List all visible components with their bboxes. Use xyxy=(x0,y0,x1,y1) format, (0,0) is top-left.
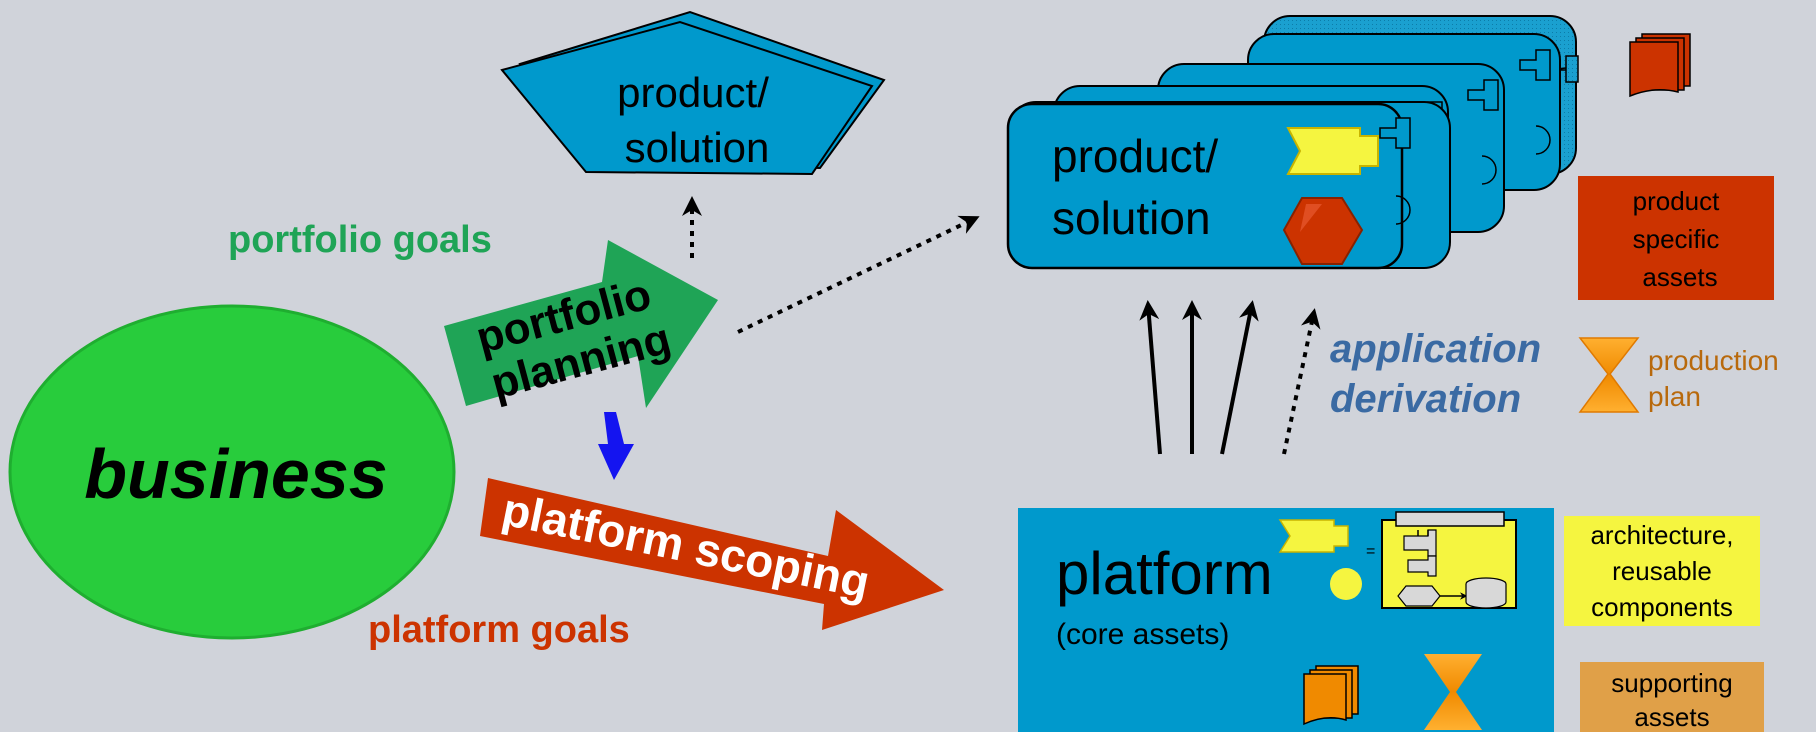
legend-architecture-line3: components xyxy=(1591,592,1733,622)
legend-product-specific-assets: product specific assets xyxy=(1578,176,1774,300)
legend-production-plan-line1: production xyxy=(1648,345,1779,376)
legend-supporting-line1: supporting xyxy=(1611,668,1732,698)
platform-scoping-arrow: platform scoping xyxy=(480,478,944,630)
yellow-connector-icon xyxy=(1286,127,1379,175)
product-main-line1: product/ xyxy=(1052,130,1218,182)
legend-product-specific-line2: specific xyxy=(1633,224,1720,254)
derivation-line1: application xyxy=(1330,327,1541,371)
architecture-mini-diagram-icon: = xyxy=(1366,511,1517,609)
product-card-front: product/ solution xyxy=(1006,102,1411,270)
derivation-arrows xyxy=(1139,300,1321,455)
dotted-arrow-to-product-stack xyxy=(737,215,980,334)
platform-yellow-connector-icon xyxy=(1278,519,1349,553)
legend-production-plan-line2: plan xyxy=(1648,381,1701,412)
business-ellipse: business xyxy=(8,304,456,640)
legend-supporting-assets: supporting assets xyxy=(1580,662,1764,732)
portfolio-planning-arrow: portfolio planning xyxy=(444,240,718,409)
product-solution-stack: product/ solution xyxy=(1006,15,1579,270)
portfolio-goals-label: portfolio goals xyxy=(228,219,492,261)
document-stack-icon xyxy=(1629,33,1691,98)
legend-architecture-line1: architecture, xyxy=(1590,520,1733,550)
derivation-line2: derivation xyxy=(1330,377,1521,421)
platform-hourglass-icon xyxy=(1424,654,1482,730)
legend-supporting-line2: assets xyxy=(1634,702,1709,732)
platform-yellow-circle-icon xyxy=(1330,568,1362,600)
product-small-line2: solution xyxy=(625,124,770,171)
hourglass-icon xyxy=(1578,337,1640,413)
legend-architecture: architecture, reusable components xyxy=(1564,516,1760,626)
platform-subtitle: (core assets) xyxy=(1056,618,1229,651)
business-label: business xyxy=(84,435,387,513)
platform-document-stack-icon xyxy=(1303,665,1359,726)
platform-title: platform xyxy=(1056,540,1273,607)
legend-product-specific-line1: product xyxy=(1633,186,1720,216)
product-main-line2: solution xyxy=(1052,192,1211,244)
legend-product-specific-line3: assets xyxy=(1642,262,1717,292)
legend-architecture-line2: reusable xyxy=(1612,556,1712,586)
blue-down-arrow xyxy=(598,412,634,480)
product-solution-small: product/ solution xyxy=(500,10,886,176)
platform-box: platform (core assets) = xyxy=(1018,508,1554,732)
svg-text:=: = xyxy=(1366,543,1375,560)
product-small-line1: product/ xyxy=(617,69,769,116)
red-hexagon-icon xyxy=(1282,197,1364,265)
platform-goals-label: platform goals xyxy=(368,609,630,651)
